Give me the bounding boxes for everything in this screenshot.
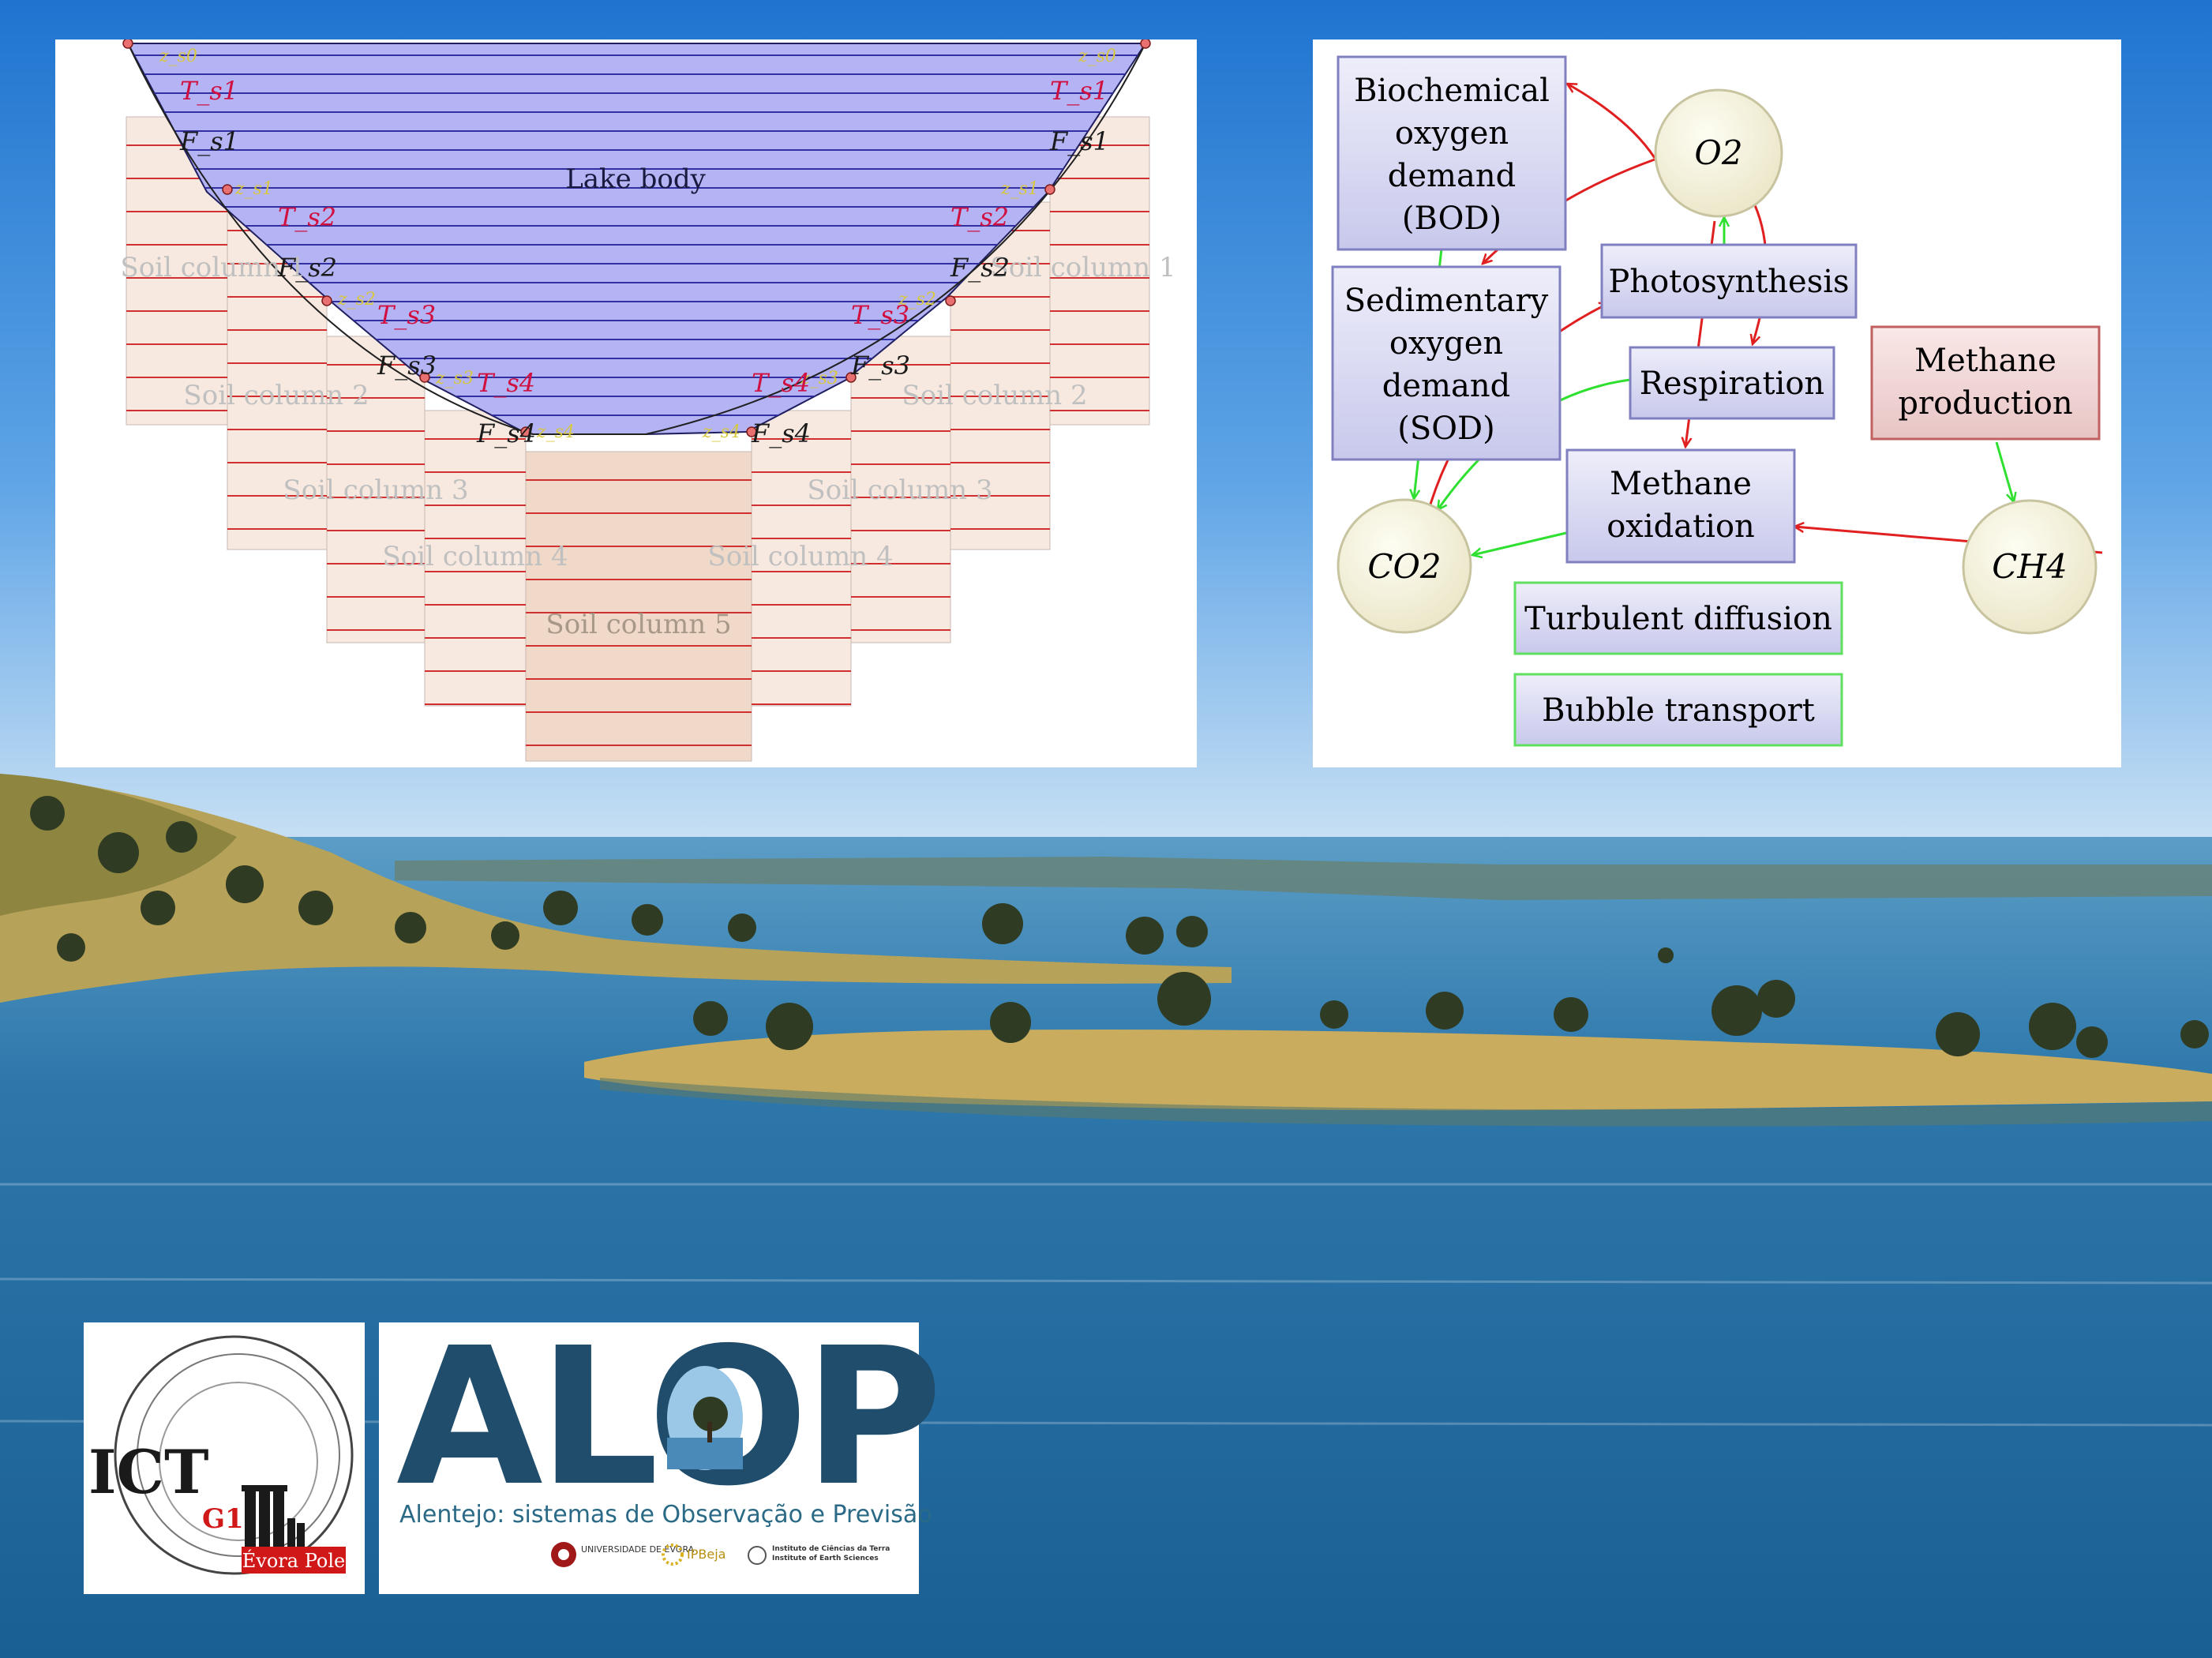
svg-text:F_s3: F_s3	[850, 351, 910, 381]
soil-column-labels: Soil column 1 Soil column 1 Soil column …	[120, 252, 1175, 572]
ict-group: G1	[202, 1503, 244, 1535]
alop-logo: ALOP Alentejo: sistemas de Observação e …	[379, 1322, 943, 1594]
ict-letters: ICT	[88, 1437, 209, 1507]
svg-text:Bubble transport: Bubble transport	[1542, 692, 1815, 729]
svg-text:z_s4: z_s4	[702, 422, 740, 442]
interface-points	[122, 38, 1151, 437]
svg-text:Methane: Methane	[1914, 343, 2056, 379]
svg-text:oxygen: oxygen	[1395, 115, 1509, 152]
respiration-node: Respiration	[1629, 346, 1835, 420]
methane-oxidation-node: Methane oxidation	[1565, 448, 1796, 564]
methane-production-node: Methane production	[1870, 325, 2101, 441]
partner-ipbeja: IPBeja	[687, 1547, 726, 1562]
svg-text:CH4: CH4	[1992, 547, 2067, 586]
soil-column-1-right-label: Soil column 1	[990, 252, 1175, 283]
uevora-seal-icon	[551, 1542, 576, 1567]
soil-columns-left	[126, 116, 1150, 762]
ict-logo-graphic: ICT G1 Évora Pole	[88, 1335, 354, 1575]
svg-text:O2: O2	[1694, 133, 1742, 172]
svg-text:T_s3: T_s3	[851, 300, 909, 330]
svg-text:T_s2: T_s2	[278, 202, 336, 232]
svg-text:Respiration: Respiration	[1640, 366, 1824, 402]
svg-text:Photosynthesis: Photosynthesis	[1608, 264, 1849, 300]
svg-text:T_s4: T_s4	[752, 368, 810, 398]
soil-column-2-right-label: Soil column 2	[902, 380, 1087, 411]
turbulent-diffusion-node: Turbulent diffusion	[1513, 581, 1843, 655]
bubble-transport-node: Bubble transport	[1513, 673, 1843, 747]
svg-text:F_s1: F_s1	[1049, 126, 1109, 156]
svg-text:z_s4: z_s4	[536, 422, 575, 442]
lake-soil-diagram: Lake body Soil column 1 Soil column 1 So…	[120, 38, 1176, 762]
svg-text:T_s1: T_s1	[1050, 76, 1108, 106]
temperature-labels: T_s1 T_s1 T_s2 T_s2 T_s3 T_s3 T_s4 T_s4	[180, 76, 1108, 398]
partner-ict: Instituto de Ciências da Terra	[772, 1545, 890, 1553]
svg-text:z_s2: z_s2	[898, 290, 936, 309]
svg-text:oxygen: oxygen	[1389, 325, 1503, 362]
svg-text:T_s1: T_s1	[180, 76, 238, 106]
svg-text:T_s3: T_s3	[377, 300, 436, 330]
depth-labels: z_s0 z_s0 z_s1 z_s1 z_s2 z_s2 z_s3 z_s3 …	[159, 47, 1116, 442]
svg-text:Turbulent diffusion: Turbulent diffusion	[1524, 601, 1832, 637]
svg-text:T_s4: T_s4	[477, 368, 535, 398]
svg-text:z_s3: z_s3	[800, 369, 838, 388]
svg-text:(SOD): (SOD)	[1397, 411, 1494, 447]
svg-text:z_s0: z_s0	[159, 47, 197, 66]
svg-text:F_s4: F_s4	[751, 418, 811, 448]
svg-text:z_s0: z_s0	[1078, 47, 1116, 66]
sod-node: Sedimentary oxygen demand (SOD)	[1331, 265, 1562, 461]
svg-text:F_s2: F_s2	[950, 253, 1010, 283]
svg-text:(BOD): (BOD)	[1402, 201, 1502, 237]
soil-column-5-label: Soil column 5	[546, 609, 731, 640]
soil-column-3-right-label: Soil column 3	[807, 475, 992, 506]
svg-text:F_s2: F_s2	[277, 253, 337, 283]
soil-column-1-left-label: Soil column 1	[120, 252, 306, 283]
lake-soil-diagram-panel: Lake body Soil column 1 Soil column 1 So…	[55, 38, 1197, 767]
bod-node: Biochemical oxygen demand (BOD)	[1337, 55, 1567, 251]
svg-text:F_s4: F_s4	[476, 418, 536, 448]
alop-o-photo	[667, 1366, 743, 1470]
co2-node: CO2	[1337, 498, 1472, 634]
process-diagram: Biochemical oxygen demand (BOD) Sediment…	[1331, 55, 2103, 747]
svg-text:z_s3: z_s3	[435, 369, 474, 388]
svg-text:oxidation: oxidation	[1607, 508, 1755, 545]
svg-text:Sedimentary: Sedimentary	[1344, 283, 1549, 319]
svg-text:z_s1: z_s1	[1000, 179, 1039, 199]
svg-text:CO2: CO2	[1367, 547, 1441, 586]
soil-column-2-left-label: Soil column 2	[183, 380, 369, 411]
process-diagram-panel: Biochemical oxygen demand (BOD) Sediment…	[1313, 39, 2121, 767]
alop-subtitle: Alentejo: sistemas de Observação e Previ…	[399, 1501, 932, 1529]
ipbeja-icon	[662, 1544, 684, 1566]
lake-body-label: Lake body	[565, 163, 706, 195]
ch4-node: CH4	[1962, 499, 2098, 635]
ict-pole: Évora Pole	[242, 1549, 345, 1572]
soil-layer-lines	[126, 144, 1149, 746]
soil-column-3-left-label: Soil column 3	[283, 475, 468, 506]
svg-text:z_s2: z_s2	[337, 290, 376, 309]
o2-node: O2	[1654, 88, 1783, 218]
soil-column-4-left-label: Soil column 4	[382, 541, 568, 572]
svg-text:F_s3: F_s3	[377, 351, 437, 381]
svg-text:demand: demand	[1382, 368, 1510, 404]
svg-text:F_s1: F_s1	[179, 126, 239, 156]
svg-text:production: production	[1898, 385, 2072, 422]
photosynthesis-node: Photosynthesis	[1600, 243, 1858, 319]
soil-column-4-right-label: Soil column 4	[707, 541, 893, 572]
partner-ict-en: Institute of Earth Sciences	[772, 1555, 879, 1562]
svg-text:Biochemical: Biochemical	[1354, 73, 1550, 109]
svg-text:T_s2: T_s2	[950, 202, 1009, 232]
ict-small-icon	[748, 1546, 767, 1565]
svg-text:z_s1: z_s1	[234, 179, 273, 199]
svg-text:Methane: Methane	[1610, 466, 1752, 502]
partner-uevora: UNIVERSIDADE DE ÉVORA	[581, 1544, 695, 1555]
ict-logo: ICT G1 Évora Pole	[84, 1322, 365, 1594]
svg-text:demand: demand	[1388, 158, 1516, 194]
flux-labels: F_s1 F_s1 F_s2 F_s2 F_s3 F_s3 F_s4 F_s4	[179, 126, 1109, 448]
